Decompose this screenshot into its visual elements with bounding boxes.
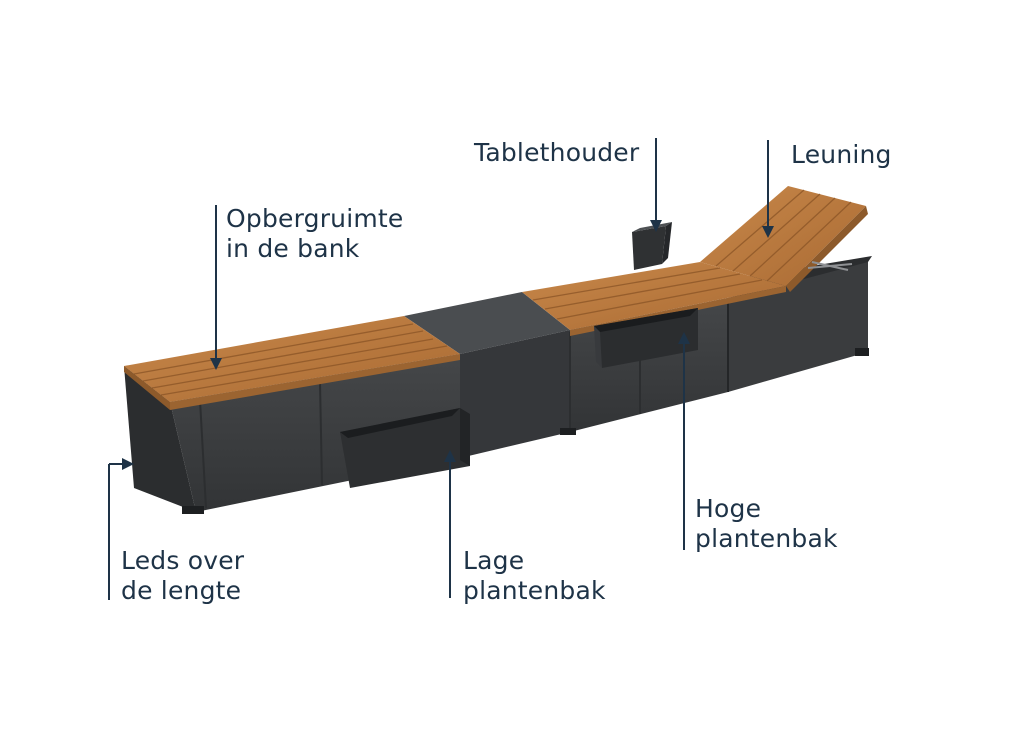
label-low-planter-line1: Lage — [463, 546, 525, 575]
tablet-holder — [632, 222, 672, 270]
label-high-planter-line1: Hoge — [695, 494, 762, 523]
label-tablet-holder: Tablethouder — [474, 138, 639, 168]
label-storage: Opbergruimte in de bank — [226, 204, 404, 264]
label-low-planter: Lage plantenbak — [463, 546, 606, 606]
label-storage-line2: in de bank — [226, 234, 360, 263]
leader-lines — [108, 138, 774, 600]
label-low-planter-line2: plantenbak — [463, 576, 606, 605]
label-high-planter-line2: plantenbak — [695, 524, 838, 553]
backrest — [700, 186, 868, 292]
label-leds-line2: de lengte — [121, 576, 242, 605]
label-leds: Leds over de lengte — [121, 546, 244, 606]
low-planter — [340, 408, 470, 488]
label-leds-line1: Leds over — [121, 546, 245, 575]
left-module-end — [124, 366, 196, 512]
label-backrest: Leuning — [791, 140, 892, 170]
label-high-planter: Hoge plantenbak — [695, 494, 838, 554]
label-storage-line1: Opbergruimte — [226, 204, 404, 233]
label-backrest-text: Leuning — [791, 140, 892, 169]
middle-module-front — [460, 330, 570, 458]
left-wood-seat — [124, 316, 460, 410]
middle-module-top — [404, 292, 570, 354]
high-planter — [594, 308, 698, 368]
label-tablet-holder-text: Tablethouder — [474, 138, 640, 167]
